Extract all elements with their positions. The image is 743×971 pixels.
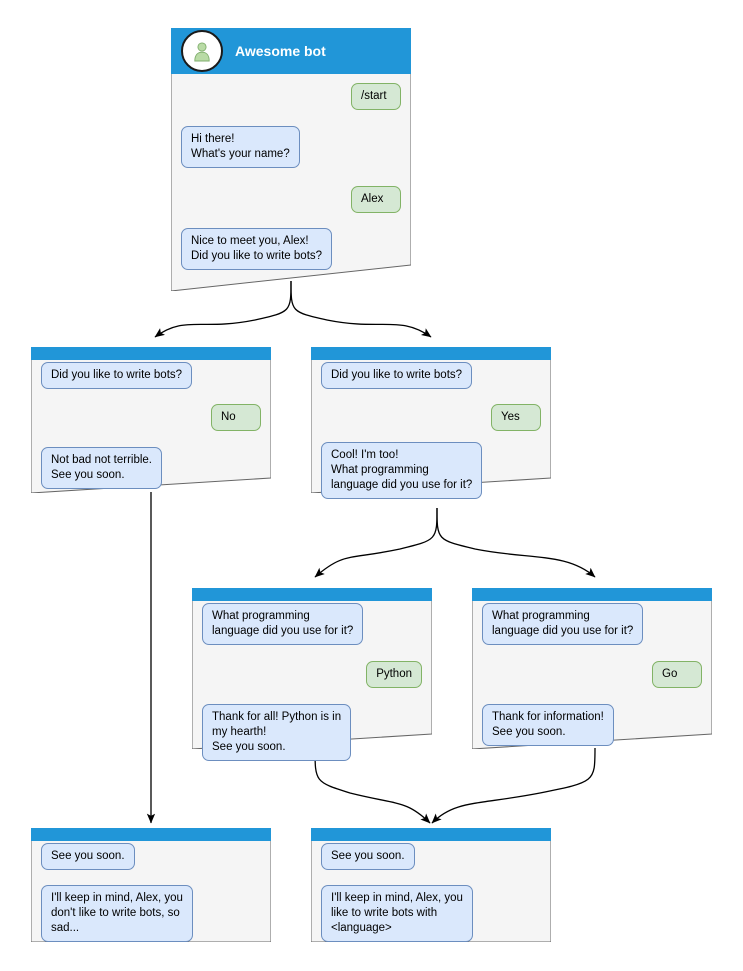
chat-node-answer-yes[interactable]: Did you like to write bots? Yes Cool! I'… [311,347,551,499]
message-row: No [41,404,261,431]
chat-node-lang-go[interactable]: What programming language did you use fo… [472,588,712,749]
card-header-lang-go [472,588,712,601]
message-row: Did you like to write bots? [41,362,261,389]
chat-node-end-happy[interactable]: See you soon. I'll keep in mind, Alex, y… [311,828,551,942]
message-row: Go [482,661,702,688]
card-header-start: Awesome bot [171,28,411,74]
chat-node-answer-no[interactable]: Did you like to write bots? No Not bad n… [31,347,271,493]
chat-node-start[interactable]: Awesome bot /start Hi there! What's your… [171,28,411,291]
bot-message-bubble[interactable]: I'll keep in mind, Alex, you don't like … [41,885,193,942]
chat-log-answer-no: Did you like to write bots? No Not bad n… [31,362,271,489]
message-row: Thank for all! Python is in my hearth! S… [202,704,422,761]
bot-message-bubble[interactable]: Hi there! What's your name? [181,126,300,168]
message-row: Hi there! What's your name? [181,126,401,168]
message-row: Cool! I'm too! What programming language… [321,442,541,499]
user-message-bubble[interactable]: No [211,404,261,431]
message-row: I'll keep in mind, Alex, you like to wri… [321,885,541,942]
message-row: What programming language did you use fo… [202,603,422,645]
user-message-bubble[interactable]: Yes [491,404,541,431]
bot-message-bubble[interactable]: Nice to meet you, Alex! Did you like to … [181,228,333,270]
bot-message-bubble[interactable]: Cool! I'm too! What programming language… [321,442,483,499]
chat-log-start: /start Hi there! What's your name? Alex … [171,83,411,270]
card-title-start: Awesome bot [235,43,326,59]
chat-log-end-happy: See you soon. I'll keep in mind, Alex, y… [311,843,551,942]
chat-log-end-sad: See you soon. I'll keep in mind, Alex, y… [31,843,271,942]
user-message-bubble[interactable]: Python [366,661,422,688]
person-avatar-icon [181,30,223,72]
message-row: Thank for information! See you soon. [482,704,702,746]
edge-answer-yes-to-lang-go [436,507,596,578]
chat-node-lang-python[interactable]: What programming language did you use fo… [192,588,432,761]
edge-answer-yes-to-lang-python [314,507,438,578]
bot-message-bubble[interactable]: What programming language did you use fo… [202,603,364,645]
chat-node-end-sad[interactable]: See you soon. I'll keep in mind, Alex, y… [31,828,271,942]
chat-log-answer-yes: Did you like to write bots? Yes Cool! I'… [311,362,551,499]
message-row: /start [181,83,401,110]
bot-message-bubble[interactable]: Not bad not terrible. See you soon. [41,447,163,489]
message-row: What programming language did you use fo… [482,603,702,645]
user-message-bubble[interactable]: /start [351,83,401,110]
message-row: Not bad not terrible. See you soon. [41,447,261,489]
message-row: See you soon. [321,843,541,870]
message-row: See you soon. [41,843,261,870]
message-row: Did you like to write bots? [321,362,541,389]
bot-message-bubble[interactable]: I'll keep in mind, Alex, you like to wri… [321,885,473,942]
message-row: Nice to meet you, Alex! Did you like to … [181,228,401,270]
user-message-bubble[interactable]: Go [652,661,702,688]
chat-log-lang-python: What programming language did you use fo… [192,603,432,761]
edge-lang-go-to-end-happy [431,747,596,824]
user-message-bubble[interactable]: Alex [351,186,401,213]
card-header-answer-no [31,347,271,360]
bot-message-bubble[interactable]: What programming language did you use fo… [482,603,644,645]
message-row: Yes [321,404,541,431]
card-header-end-happy [311,828,551,841]
message-row: Alex [181,186,401,213]
card-header-lang-python [192,588,432,601]
bot-message-bubble[interactable]: Thank for information! See you soon. [482,704,614,746]
card-header-end-sad [31,828,271,841]
chat-log-lang-go: What programming language did you use fo… [472,603,712,746]
message-row: Python [202,661,422,688]
message-row: I'll keep in mind, Alex, you don't like … [41,885,261,942]
bot-message-bubble[interactable]: Did you like to write bots? [41,362,193,389]
bot-message-bubble[interactable]: See you soon. [321,843,415,870]
bot-message-bubble[interactable]: Did you like to write bots? [321,362,473,389]
bot-message-bubble[interactable]: See you soon. [41,843,135,870]
bot-message-bubble[interactable]: Thank for all! Python is in my hearth! S… [202,704,352,761]
card-header-answer-yes [311,347,551,360]
